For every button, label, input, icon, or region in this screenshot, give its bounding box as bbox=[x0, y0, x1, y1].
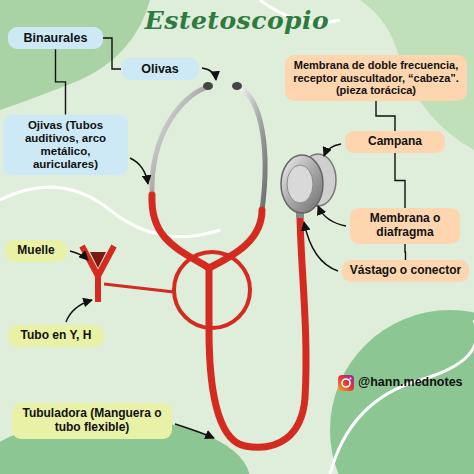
label-box: Tubuladora (Manguera o tubo flexible) bbox=[12, 403, 172, 439]
box-text: Tubuladora (Manguera o tubo flexible) bbox=[18, 407, 166, 435]
label-box: Tubo en Y, H bbox=[8, 325, 104, 347]
connector-line bbox=[56, 49, 66, 114]
connector-line bbox=[103, 38, 121, 69]
box-text: Ojivas (Tubos auditivos, arco metálico, … bbox=[9, 119, 122, 172]
box-text: Campana bbox=[351, 135, 439, 149]
instagram-icon bbox=[338, 375, 354, 391]
handle-label: @hann.mednotes bbox=[358, 375, 463, 389]
box-text: Membrana o diafragma bbox=[356, 212, 454, 240]
connector-line bbox=[404, 244, 406, 260]
label-box: Binaurales bbox=[8, 27, 103, 49]
box-text: Olivas bbox=[127, 62, 193, 76]
label-box: Membrana de doble frecuencia, receptor a… bbox=[285, 55, 467, 101]
connector-line bbox=[376, 101, 395, 131]
box-text: Vástago o conector bbox=[348, 264, 463, 278]
diagram-title: Estetoscopio bbox=[0, 6, 474, 35]
box-text: Membrana de doble frecuencia, receptor a… bbox=[291, 59, 461, 97]
label-box: Membrana o diafragma bbox=[350, 208, 460, 244]
label-box: Olivas bbox=[121, 58, 199, 80]
label-box: Vástago o conector bbox=[342, 260, 469, 282]
box-text: Tubo en Y, H bbox=[14, 329, 98, 343]
label-box: Muelle bbox=[5, 240, 67, 262]
y-tube-detail bbox=[82, 246, 250, 328]
label-box: Ojivas (Tubos auditivos, arco metálico, … bbox=[3, 115, 128, 176]
label-box: Campana bbox=[345, 131, 445, 153]
box-text: Muelle bbox=[11, 244, 61, 258]
connector-line bbox=[395, 153, 405, 208]
box-text: Binaurales bbox=[14, 31, 97, 45]
stethoscope bbox=[152, 82, 336, 447]
